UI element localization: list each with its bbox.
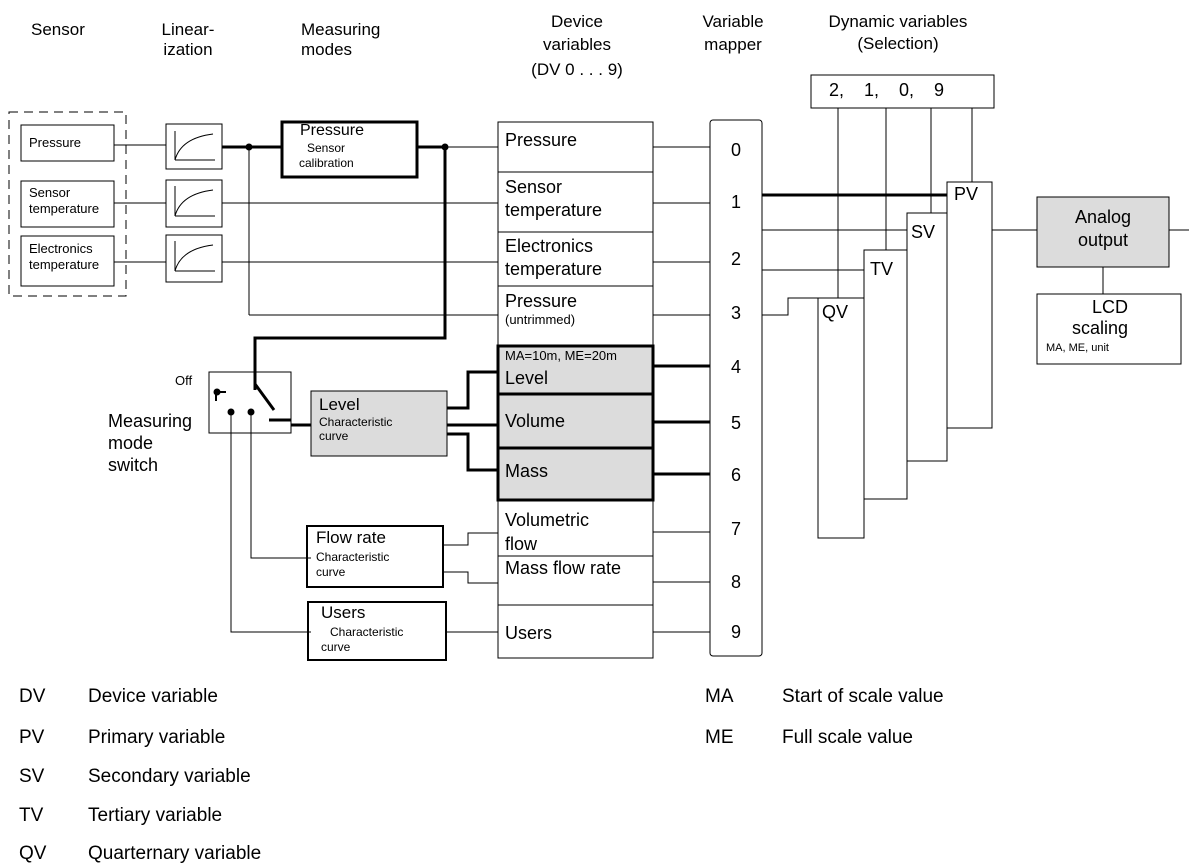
legend-abbr-ma: MA <box>705 686 734 707</box>
sensor-box-sensor-temperature <box>20 180 115 228</box>
dv-4-label: Level <box>505 368 549 388</box>
lcd-scaling-box <box>1036 293 1182 365</box>
legend-desc-tv: Tertiary variable <box>88 805 223 826</box>
analog-output-box <box>1036 196 1170 268</box>
legend-abbr-tv: TV <box>19 805 44 826</box>
sv-bar <box>906 212 948 462</box>
legend-desc-qv: Quarternary variable <box>88 843 262 864</box>
tv-label: TV <box>870 259 894 279</box>
dv-3-sublabel: (untrimmed) <box>505 312 576 327</box>
sensor-group-frame <box>8 111 127 297</box>
pressure-mode-box <box>280 120 419 179</box>
legend-desc-me: Full scale value <box>782 727 913 748</box>
legend-abbr-sv: SV <box>19 766 45 787</box>
dv-6-label: Mass <box>505 461 549 481</box>
header-device-variables: Device variables (DV 0 . . . 9) <box>531 12 623 80</box>
pv-bar <box>946 181 993 429</box>
tv-bar <box>863 249 908 500</box>
users-curve-title: Users <box>321 603 366 622</box>
legend-abbr-me: ME <box>705 727 734 748</box>
level-curve-title: Level <box>319 395 360 414</box>
legend-desc-sv: Secondary variable <box>88 766 251 787</box>
dv-4-scale-label: MA=10m, ME=20m <box>505 348 617 363</box>
mapper-number-6: 6 <box>730 465 742 485</box>
qv-bar <box>817 297 865 539</box>
dv-8-label: Mass flow rate <box>505 558 622 578</box>
sensor-box-electronics-temperature <box>20 235 115 287</box>
pressure-mode-title: Pressure <box>300 122 365 139</box>
dv-3-label: Pressure <box>505 291 578 311</box>
switch-off-label: Off <box>175 373 193 388</box>
selection-box <box>810 74 995 109</box>
header-dynamic-variables: Dynamic variables(Selection) <box>828 12 968 53</box>
linearization-block-2 <box>165 179 223 228</box>
mapper-number-8: 8 <box>730 572 742 592</box>
dv-9-label: Users <box>505 623 553 643</box>
mapper-number-3: 3 <box>730 303 742 323</box>
flow-rate-curve-box <box>306 525 444 588</box>
mapper-number-9: 9 <box>730 622 742 642</box>
legend-desc-pv: Primary variable <box>88 727 226 748</box>
variable-mapper-bar <box>709 119 763 657</box>
dv-0-label: Pressure <box>505 130 578 150</box>
pv-label: PV <box>954 184 979 204</box>
users-curve-box <box>307 601 447 661</box>
legend-desc-dv: Device variable <box>88 686 218 707</box>
legend-desc-ma: Start of scale value <box>782 686 944 707</box>
mapper-number-7: 7 <box>730 519 742 539</box>
level-curve-box <box>310 390 448 457</box>
linearization-block-3 <box>165 234 223 283</box>
mapper-number-2: 2 <box>730 249 742 269</box>
qv-label: QV <box>822 302 849 322</box>
legend-abbr-qv: QV <box>19 843 47 864</box>
sensor-box-pressure <box>20 124 115 162</box>
header-sensor: Sensor <box>31 20 85 39</box>
selection-values: 2, 1, 0, 9 <box>829 80 945 100</box>
lcd-scaling-sub: MA, ME, unit <box>1046 342 1109 354</box>
legend-abbr-pv: PV <box>19 727 45 748</box>
flow-curve-title: Flow rate <box>316 528 386 547</box>
dv-5-label: Volume <box>505 411 566 431</box>
mapper-number-0: 0 <box>730 140 742 160</box>
mapper-number-5: 5 <box>730 413 742 433</box>
linearization-block-1 <box>165 123 223 170</box>
sensor-pressure-label: Pressure <box>29 135 82 150</box>
mapper-number-4: 4 <box>730 357 742 377</box>
header-linearization: Linear-ization <box>161 20 215 59</box>
legend-abbr-dv: DV <box>19 686 46 707</box>
measuring-mode-switch-box <box>208 371 292 434</box>
mapper-number-1: 1 <box>730 192 742 212</box>
sv-label: SV <box>911 222 936 242</box>
